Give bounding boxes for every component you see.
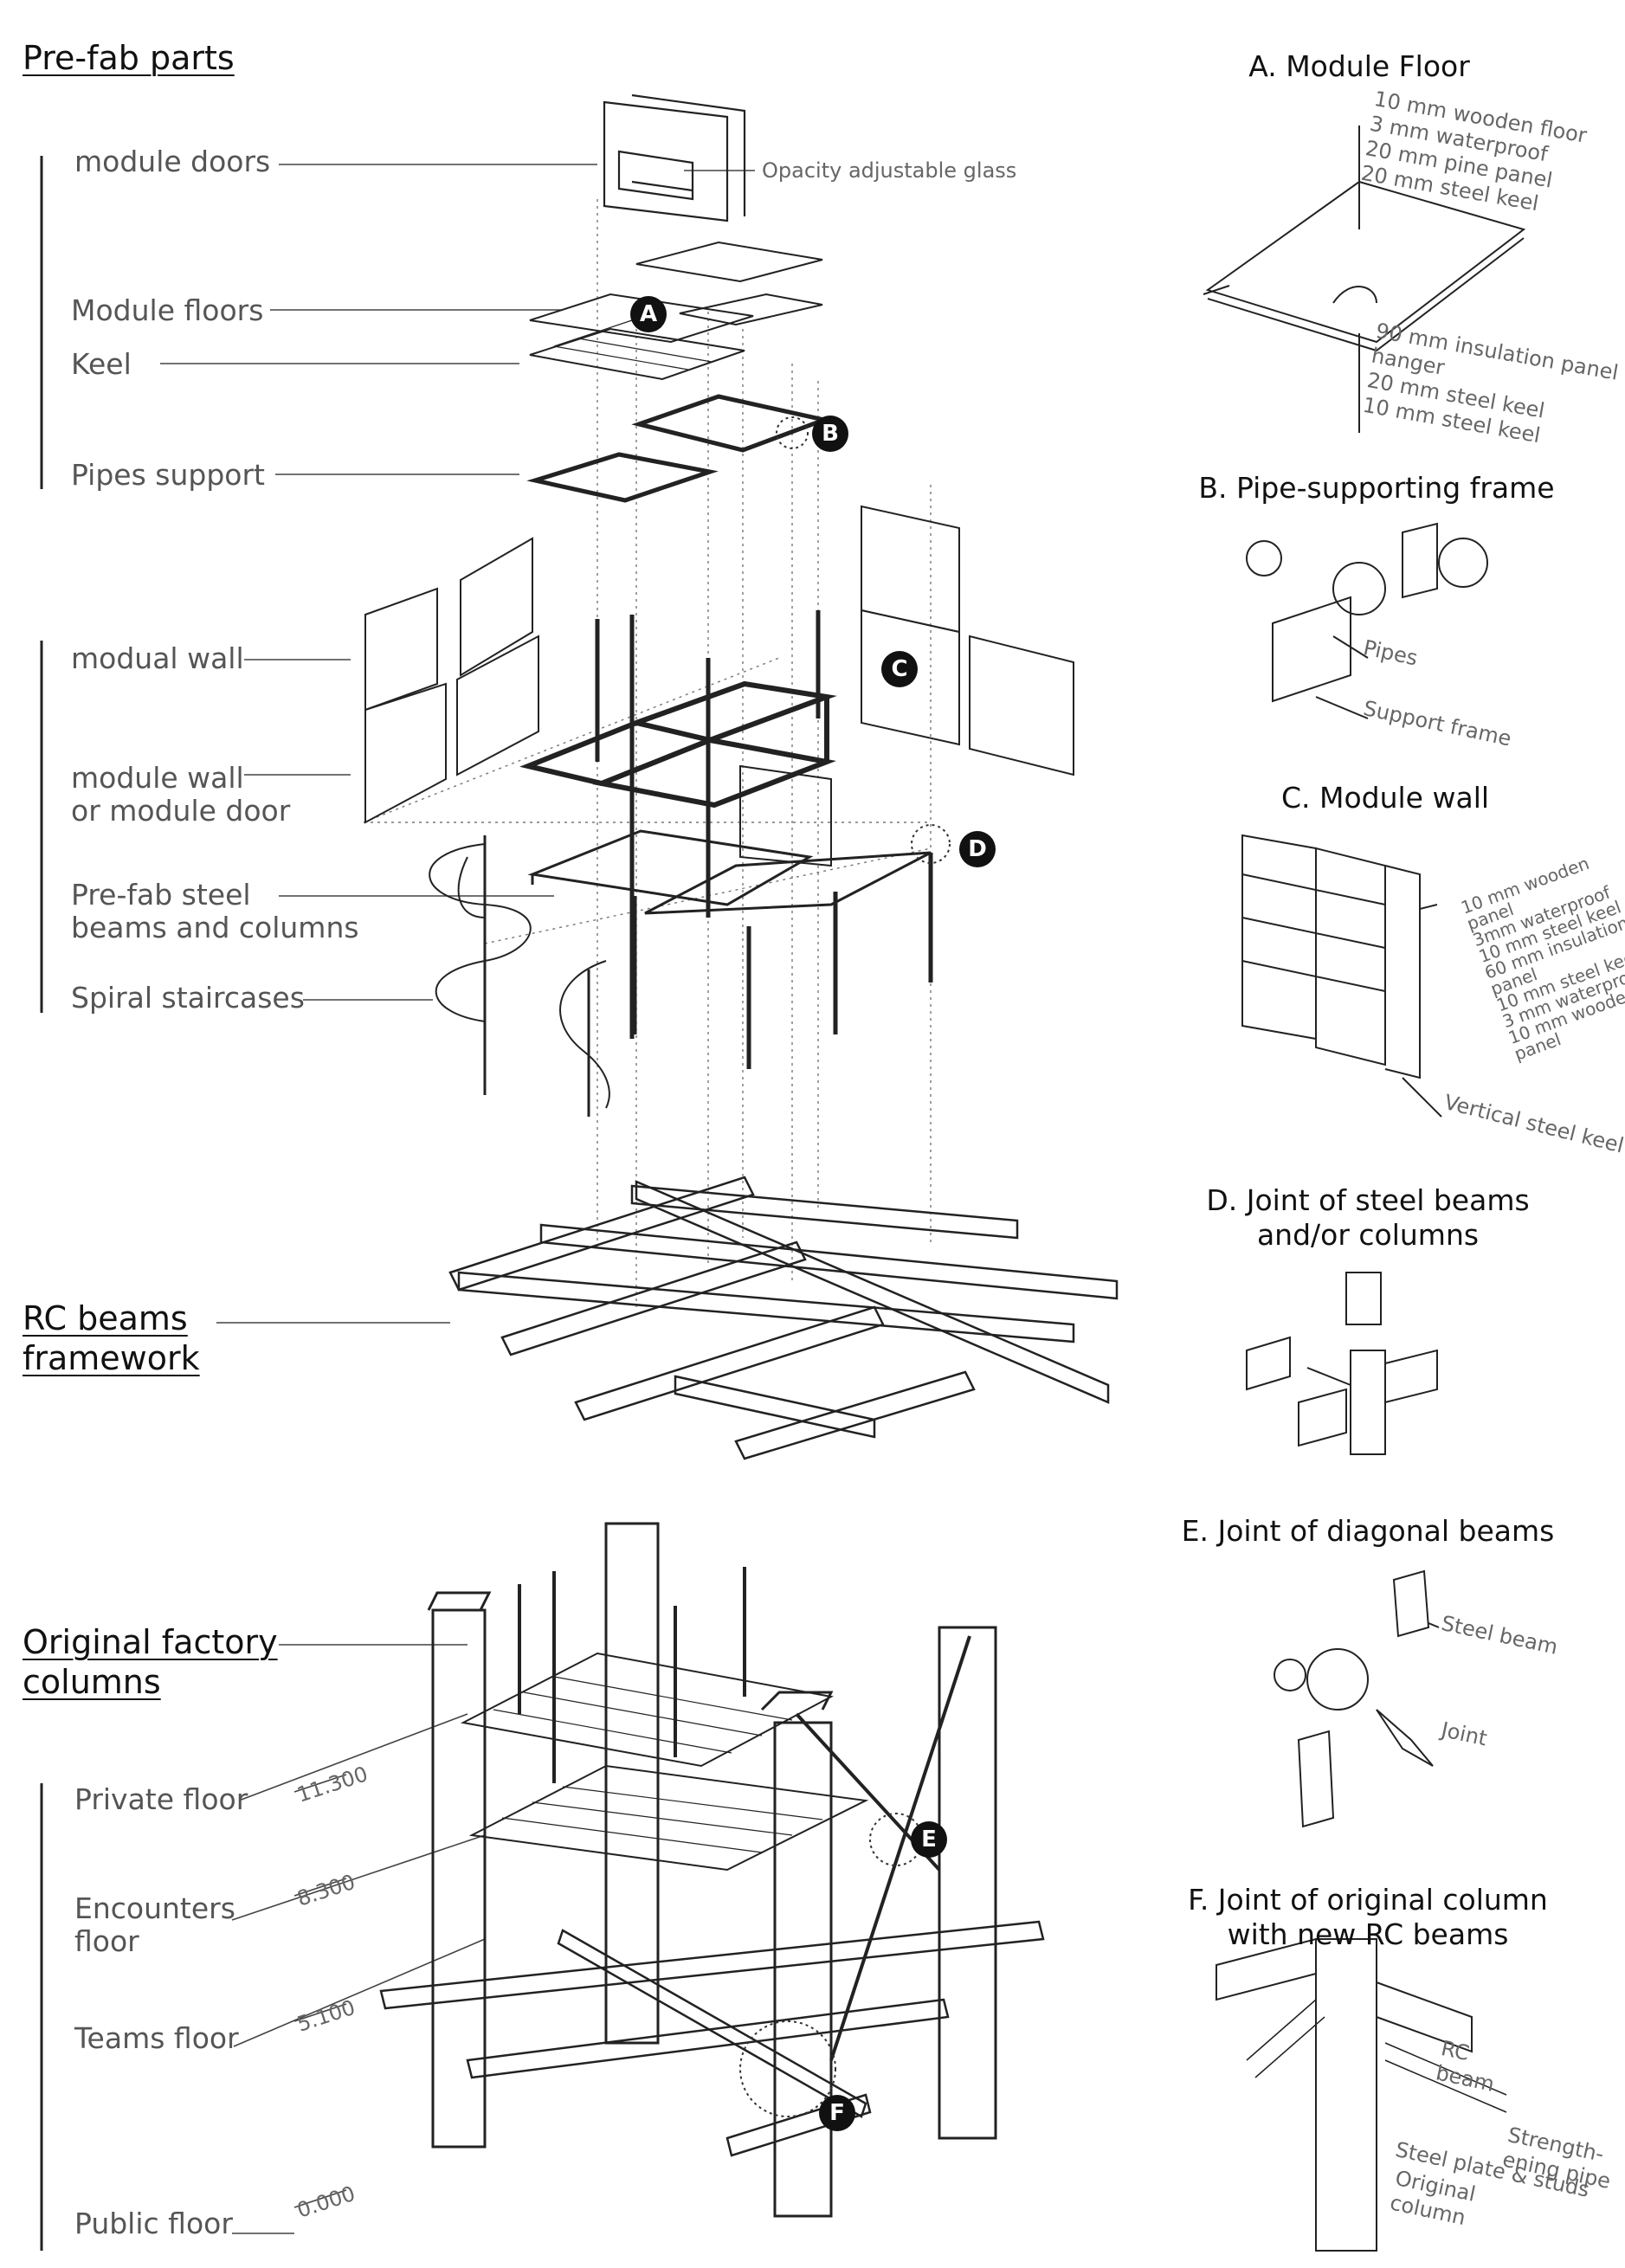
detail-e-title: E. Joint of diagonal beams xyxy=(1181,1514,1555,1548)
columns-heading: columns xyxy=(23,1663,161,1701)
encounters-floor-label: Encounters xyxy=(74,1891,235,1925)
badge-b: B xyxy=(812,416,848,452)
rc-beams-heading: RC beams xyxy=(23,1299,188,1337)
label-opacity-glass: Opacity adjustable glass xyxy=(762,158,1017,183)
label-keel: Keel xyxy=(71,347,132,381)
original-factory-heading: Original factory xyxy=(23,1623,278,1661)
label-pipes-support: Pipes support xyxy=(71,458,265,492)
badge-f: F xyxy=(819,2095,855,2131)
badge-a: A xyxy=(630,296,667,332)
detail-b-title: B. Pipe-supporting frame xyxy=(1198,471,1555,505)
public-floor-label: Public floor xyxy=(74,2207,233,2240)
badge-d: D xyxy=(959,831,996,867)
encounters-floor-label-2: floor xyxy=(74,1924,139,1958)
label-module-doors: module doors xyxy=(74,145,271,178)
label-prefab-steel: Pre-fab steel xyxy=(71,878,251,912)
label-module-wall-door: or module door xyxy=(71,794,291,828)
label-spiral-staircases: Spiral staircases xyxy=(71,981,305,1015)
label-module-wall: module wall xyxy=(71,761,244,795)
label-module-floors: Module floors xyxy=(71,293,264,327)
badge-c: C xyxy=(881,651,918,687)
detail-d-title: D. Joint of steel beams xyxy=(1206,1183,1530,1217)
badge-e: E xyxy=(911,1821,947,1858)
detail-f-title: F. Joint of original column xyxy=(1188,1883,1548,1917)
label-beams-columns: beams and columns xyxy=(71,911,359,944)
label-modual-wall: modual wall xyxy=(71,641,244,675)
private-floor-label: Private floor xyxy=(74,1782,248,1816)
detail-d-title-2: and/or columns xyxy=(1256,1218,1480,1252)
detail-f-title-2: with new RC beams xyxy=(1227,1917,1509,1951)
prefab-parts-heading: Pre-fab parts xyxy=(23,39,235,77)
detail-c-title: C. Module wall xyxy=(1280,781,1490,815)
rc-framework-heading: framework xyxy=(23,1339,200,1377)
teams-floor-label: Teams floor xyxy=(74,2021,239,2055)
detail-a-title: A. Module Floor xyxy=(1248,49,1470,83)
